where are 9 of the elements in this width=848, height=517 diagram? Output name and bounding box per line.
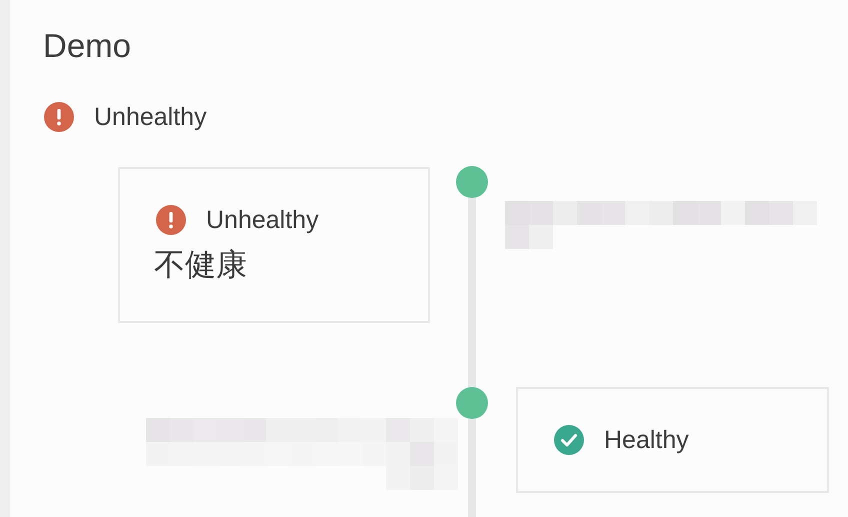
status-text: Unhealthy: [206, 205, 319, 235]
status-card: [118, 167, 430, 323]
status-text: Unhealthy: [94, 102, 207, 132]
status-text: Healthy: [604, 425, 689, 455]
description-text: 不健康: [154, 247, 247, 283]
timeline-line: [468, 419, 476, 517]
status-card: [516, 387, 829, 493]
timeline-line: [468, 198, 476, 387]
page-title: Demo: [43, 26, 132, 66]
